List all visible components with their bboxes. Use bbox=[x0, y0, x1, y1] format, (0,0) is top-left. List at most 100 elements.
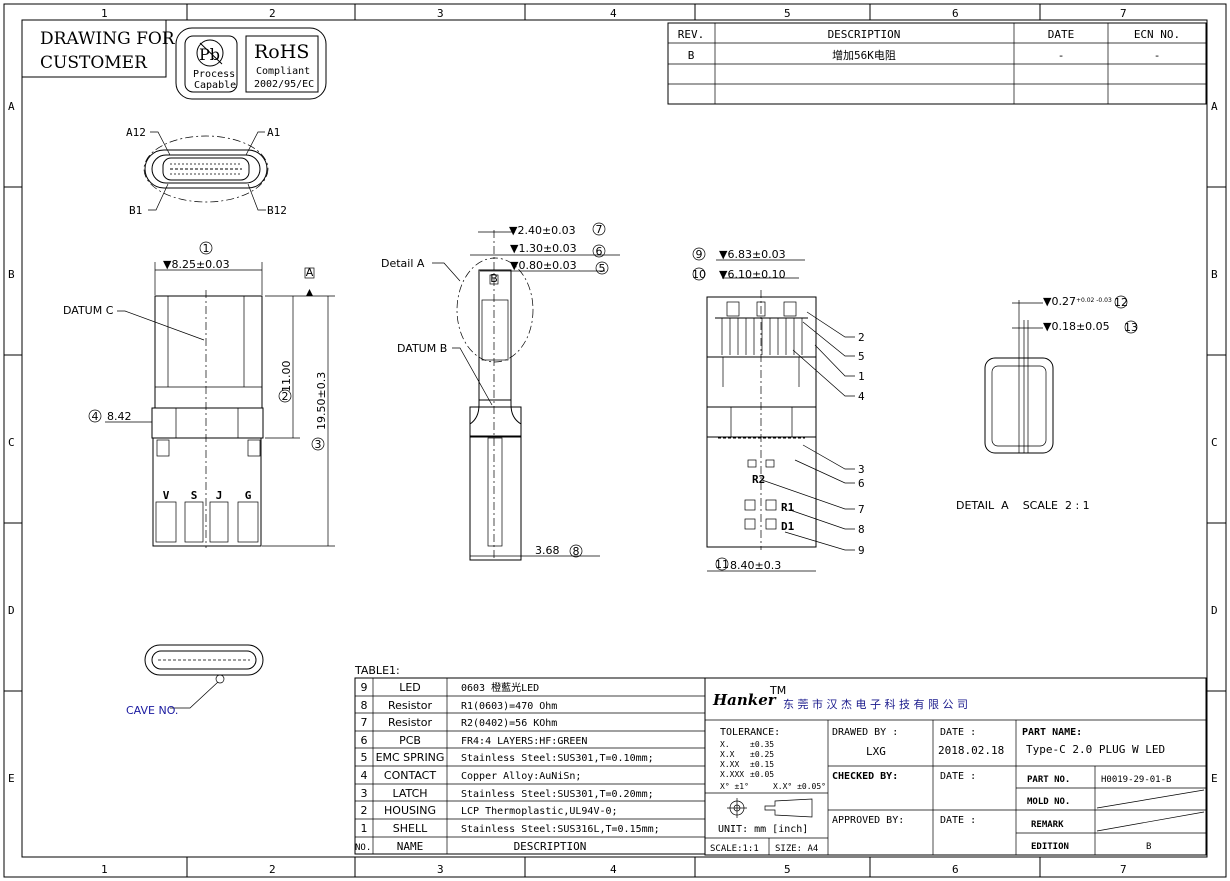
bom-row-no: 3 bbox=[361, 787, 368, 800]
dim-thickness-130: ▼1.30±0.03 bbox=[510, 242, 577, 255]
rohs-directive: 2002/95/EC bbox=[254, 79, 314, 90]
bom-row-no: 5 bbox=[361, 751, 368, 764]
dim-width: ▼8.25±0.03 bbox=[163, 258, 230, 271]
size-label: SIZE: A4 bbox=[775, 844, 818, 854]
bom-row-name: CONTACT bbox=[384, 769, 436, 782]
edition-label: EDITION bbox=[1031, 842, 1069, 852]
balloon-6-leader: 6 bbox=[858, 477, 865, 490]
zone-col-4-bottom: 4 bbox=[610, 863, 617, 876]
dim-thickness-240: ▼2.40±0.03 bbox=[509, 224, 576, 237]
drawing-for-customer-box: DRAWING FOR CUSTOMER bbox=[21, 19, 176, 78]
zone-col-1-bottom: 1 bbox=[101, 863, 108, 876]
zone-row-e-right: E bbox=[1211, 772, 1218, 785]
sheet-frame: 1 2 3 4 5 6 7 1 2 3 4 5 6 7 A B C D E A … bbox=[3, 3, 1227, 878]
bom-row-description: LCP Thermoplastic,UL94V-0; bbox=[461, 806, 618, 817]
dim-shell-width: ▼6.83±0.03 bbox=[719, 248, 786, 261]
mold-no-label: MOLD NO. bbox=[1027, 797, 1070, 807]
zone-row-b: B bbox=[8, 268, 15, 281]
datum-a-box: A bbox=[306, 266, 314, 279]
scale-label: SCALE:1:1 bbox=[710, 844, 759, 854]
tolerance-label: TOLERANCE: bbox=[720, 727, 780, 738]
rev-value: B bbox=[688, 49, 695, 62]
rohs-title: RoHS bbox=[254, 41, 309, 63]
balloon-9-leader: 9 bbox=[858, 544, 865, 557]
edition-value: B bbox=[1146, 842, 1151, 852]
component-r1: R1 bbox=[781, 501, 795, 514]
back-view: R2 R1 D1 9 ▼6.83±0.03 10 ▼6.10±0.10 11 8… bbox=[692, 247, 865, 572]
zone-col-4: 4 bbox=[610, 7, 617, 20]
pb-capable: Capable bbox=[194, 80, 236, 91]
company-name: 东 莞 市 汉 杰 电 子 科 技 有 限 公 司 bbox=[783, 697, 968, 711]
drawing-for-line2: CUSTOMER bbox=[40, 53, 148, 73]
drawed-by-value: LXG bbox=[866, 745, 886, 758]
checked-by-label: CHECKED BY: bbox=[832, 771, 898, 782]
zone-row-b-right: B bbox=[1211, 268, 1218, 281]
bom-row-no: 8 bbox=[361, 699, 368, 712]
front-view: V S J G 1 ▼8.25±0.03 11.00 2 19.50±0.3 3… bbox=[63, 241, 335, 548]
angle-tolerance: X° ±1° X.X° ±0.05° bbox=[720, 782, 826, 791]
cave-no-label: CAVE NO. bbox=[126, 704, 178, 717]
bom-header-description: DESCRIPTION bbox=[514, 840, 587, 853]
bom-row-description: R2(0402)=56 KOhm bbox=[461, 718, 557, 729]
bom-row-description: Stainless Steel:SUS301,T=0.10mm; bbox=[461, 753, 654, 764]
balloon-4: 4 bbox=[92, 410, 99, 423]
bom-header-name: NAME bbox=[397, 840, 424, 853]
description-header: DESCRIPTION bbox=[828, 28, 901, 41]
balloon-10: 10 bbox=[692, 268, 706, 281]
balloon-6: 6 bbox=[596, 245, 603, 258]
pin-label-b12: B12 bbox=[267, 204, 287, 217]
balloon-5-leader: 5 bbox=[858, 350, 865, 363]
rohs-compliant: Compliant bbox=[256, 66, 310, 77]
date-header: DATE bbox=[1048, 28, 1075, 41]
side-view: B ▼2.40±0.03 7 ▼1.30±0.03 6 ▼0.80±0.03 5… bbox=[381, 222, 620, 561]
tol-xxxx: X.XXX bbox=[720, 770, 744, 779]
detail-a-caption: DETAIL A SCALE 2 : 1 bbox=[956, 499, 1090, 512]
company-logo: Hanker bbox=[712, 691, 777, 709]
tol-xxx-val: ±0.15 bbox=[750, 760, 774, 769]
balloon-12: 12 bbox=[1114, 296, 1128, 309]
bom-row-name: LATCH bbox=[392, 787, 427, 800]
tol-xx: X.X bbox=[720, 750, 735, 759]
pad-label-j: J bbox=[216, 489, 223, 502]
component-d1: D1 bbox=[781, 520, 795, 533]
bom-row-description: Stainless Steel:SUS301,T=0.20mm; bbox=[461, 789, 654, 800]
bom-row-description: 0603 橙藍光LED bbox=[461, 681, 539, 694]
bom-row-no: 6 bbox=[361, 734, 368, 747]
zone-col-7-bottom: 7 bbox=[1120, 863, 1127, 876]
bottom-view: CAVE NO. bbox=[126, 644, 264, 717]
dim-depth-368: 3.68 bbox=[535, 544, 560, 557]
date-value: 2018.02.18 bbox=[938, 744, 1004, 757]
tol-xxx: X.XX bbox=[720, 760, 739, 769]
tol-x-val: ±0.35 bbox=[750, 740, 774, 749]
lead-free-icon bbox=[196, 39, 224, 67]
dim-width-842: 8.42 bbox=[107, 410, 132, 423]
balloon-5: 5 bbox=[599, 262, 606, 275]
bom-row-name: PCB bbox=[399, 734, 421, 747]
dim-thickness-080: ▼0.80±0.03 bbox=[510, 259, 577, 272]
drawed-by-label: DRAWED BY : bbox=[832, 727, 898, 738]
remark-label: REMARK bbox=[1031, 820, 1064, 830]
balloon-4-leader: 4 bbox=[858, 390, 865, 403]
dim-inner-width: ▼6.10±0.10 bbox=[719, 268, 786, 281]
zone-row-a-right: A bbox=[1211, 100, 1218, 113]
pad-label-g: G bbox=[245, 489, 252, 502]
pin-label-a1: A1 bbox=[267, 126, 280, 139]
bom-row-description: Stainless Steel:SUS316L,T=0.15mm; bbox=[461, 824, 660, 835]
balloon-3-leader: 3 bbox=[858, 463, 865, 476]
tol-xxxx-val: ±0.05 bbox=[750, 770, 774, 779]
balloon-1-leader: 1 bbox=[858, 370, 865, 383]
zone-col-6: 6 bbox=[952, 7, 959, 20]
balloon-2: 2 bbox=[282, 390, 289, 403]
zone-col-5: 5 bbox=[784, 7, 791, 20]
detail-a-label: Detail A bbox=[381, 257, 425, 270]
bom-row-description: Copper Alloy:AuNiSn; bbox=[461, 771, 581, 782]
rev-ecn: - bbox=[1154, 49, 1161, 62]
drawing-for-line1: DRAWING FOR bbox=[40, 29, 176, 49]
bom-row-no: 2 bbox=[361, 804, 368, 817]
ecn-header: ECN NO. bbox=[1134, 28, 1180, 41]
zone-col-3: 3 bbox=[437, 7, 444, 20]
dim-pcb-width: 8.40±0.3 bbox=[730, 559, 781, 572]
pin-label-a12: A12 bbox=[126, 126, 146, 139]
